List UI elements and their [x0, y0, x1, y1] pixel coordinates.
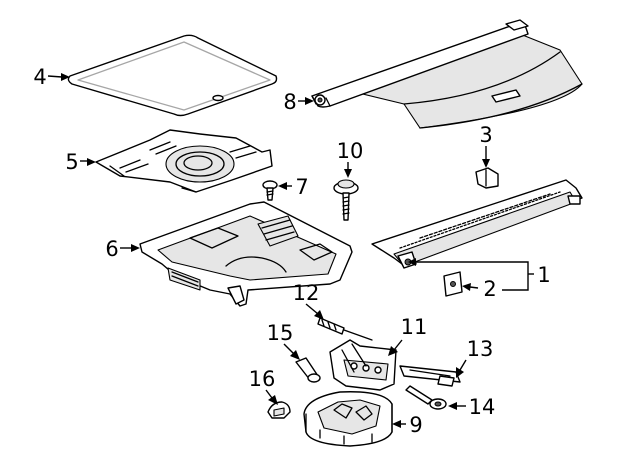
- part-13-jack-handle: [399, 365, 461, 387]
- part-12-tool: [317, 317, 373, 341]
- callout-2: 2: [483, 277, 496, 301]
- part-7-screw: [262, 180, 278, 201]
- part-10-hold-down-bolt: [333, 179, 359, 221]
- part-2-clip: [443, 271, 463, 297]
- callout-14: 14: [469, 395, 496, 419]
- callout-9: 9: [409, 413, 422, 437]
- callout-13: 13: [467, 337, 494, 361]
- callout-16: 16: [249, 367, 276, 391]
- part-3-clip: [475, 167, 499, 189]
- callout-5: 5: [65, 150, 78, 174]
- callout-11: 11: [401, 315, 428, 339]
- part-5-foam-tray: [95, 129, 273, 193]
- leaders: [47, 73, 534, 428]
- callout-7: 7: [295, 175, 308, 199]
- callout-labels: 4 8 3 10 5 7 6 1 2 12 11 15 13 16 14 9: [33, 65, 550, 437]
- callout-10: 10: [337, 139, 364, 163]
- part-14-tow-hook: [405, 385, 447, 410]
- callout-8: 8: [283, 90, 296, 114]
- part-11-jack: [329, 339, 397, 391]
- part-8-cargo-cover: [311, 19, 583, 129]
- callout-12: 12: [293, 281, 320, 305]
- part-9-jack-holder: [303, 391, 393, 447]
- callout-1: 1: [537, 263, 550, 287]
- callout-3: 3: [479, 123, 492, 147]
- part-15-socket: [295, 357, 321, 383]
- part-1-sill-trim: [371, 179, 583, 269]
- callout-4: 4: [33, 65, 46, 89]
- callout-15: 15: [267, 321, 294, 345]
- part-4-floor-panel: [67, 34, 278, 117]
- part-6-storage-tub: [139, 201, 353, 307]
- callout-6: 6: [105, 237, 118, 261]
- part-16-cap: [267, 401, 291, 419]
